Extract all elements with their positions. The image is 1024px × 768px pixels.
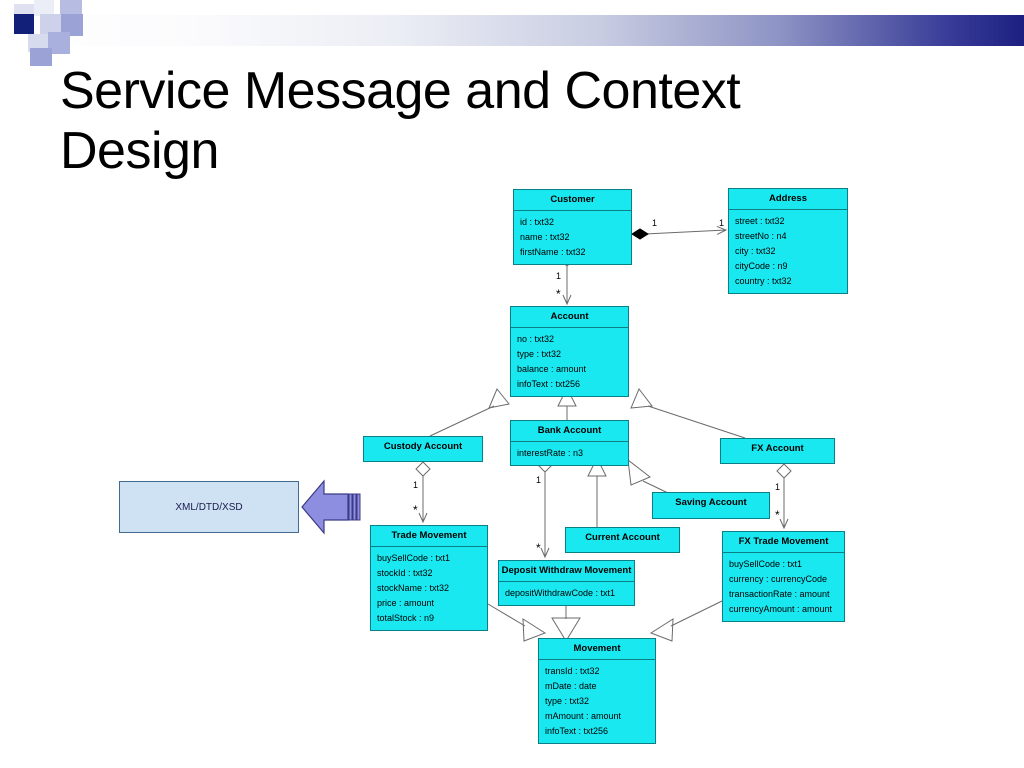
multiplicity-customer-address-left: 1 bbox=[652, 218, 658, 228]
class-name-deposit-withdraw-movement: Deposit Withdraw Movement bbox=[501, 565, 632, 576]
class-attributes-address: street : txt32 streetNo : n4 city : txt3… bbox=[729, 209, 847, 293]
attribute: cityCode : n9 bbox=[735, 261, 788, 272]
attribute: id : txt32 bbox=[520, 217, 555, 228]
attribute: type : txt32 bbox=[545, 696, 590, 707]
attribute: country : txt32 bbox=[735, 276, 792, 287]
attribute: price : amount bbox=[377, 598, 435, 609]
class-name-account: Account bbox=[550, 311, 589, 322]
uml-class-account[interactable]: Account no : txt32 type : txt32 balance … bbox=[510, 306, 629, 398]
attribute: street : txt32 bbox=[735, 216, 785, 227]
generate-arrow-icon bbox=[301, 479, 361, 535]
attribute: balance : amount bbox=[517, 364, 587, 375]
attribute: no : txt32 bbox=[517, 334, 555, 345]
square-light-6 bbox=[28, 34, 50, 52]
uml-class-fx-trade-movement[interactable]: FX Trade Movement buySellCode : txt1 cur… bbox=[722, 531, 845, 623]
multiplicity-fx-fxtrade-top: 1 bbox=[775, 482, 781, 492]
square-light-8 bbox=[30, 48, 52, 66]
class-attributes-movement: transId : txt32 mDate : date type : txt3… bbox=[539, 659, 655, 743]
uml-class-deposit-withdraw-movement[interactable]: Deposit Withdraw Movement depositWithdra… bbox=[498, 560, 635, 607]
attribute: infoText : txt256 bbox=[545, 726, 609, 737]
uml-class-address[interactable]: Address street : txt32 streetNo : n4 cit… bbox=[728, 188, 848, 295]
uml-class-bank-account[interactable]: Bank Account interestRate : n3 bbox=[510, 420, 629, 467]
uml-class-trade-movement[interactable]: Trade Movement buySellCode : txt1 stockI… bbox=[370, 525, 488, 632]
attribute: city : txt32 bbox=[735, 246, 776, 257]
multiplicity-fx-fxtrade-bottom: * bbox=[775, 508, 780, 522]
class-attributes-fx-trade-movement: buySellCode : txt1 currency : currencyCo… bbox=[723, 552, 844, 621]
page-title: Service Message and Context Design bbox=[60, 62, 741, 180]
multiplicity-bank-deposit-bottom: * bbox=[536, 541, 541, 555]
attribute: interestRate : n3 bbox=[517, 448, 584, 459]
class-attributes-customer: id : txt32 name : txt32 firstName : txt3… bbox=[514, 210, 631, 264]
attribute: totalStock : n9 bbox=[377, 613, 435, 624]
class-name-address: Address bbox=[768, 193, 807, 204]
attribute: mAmount : amount bbox=[545, 711, 622, 722]
class-name-trade-movement: Trade Movement bbox=[391, 530, 467, 541]
class-attributes-account: no : txt32 type : txt32 balance : amount… bbox=[511, 327, 628, 396]
xml-artifact-label: XML/DTD/XSD bbox=[175, 501, 243, 513]
class-name-movement: Movement bbox=[573, 643, 621, 654]
attribute: type : txt32 bbox=[517, 349, 562, 360]
multiplicity-custody-trade-bottom: * bbox=[413, 503, 418, 517]
square-light-7 bbox=[48, 32, 70, 54]
multiplicity-bank-deposit-top: 1 bbox=[536, 475, 542, 485]
square-light-1 bbox=[40, 14, 62, 36]
attribute: buySellCode : txt1 bbox=[377, 553, 451, 564]
multiplicity-customer-address-right: 1 bbox=[719, 218, 725, 228]
square-dark-navy bbox=[14, 14, 34, 34]
class-name-saving-account: Saving Account bbox=[675, 497, 747, 508]
multiplicity-custody-trade-top: 1 bbox=[413, 480, 419, 490]
attribute: mDate : date bbox=[545, 681, 597, 692]
class-attributes-bank-account: interestRate : n3 bbox=[511, 441, 628, 465]
class-name-bank-account: Bank Account bbox=[537, 425, 602, 436]
class-name-customer: Customer bbox=[550, 194, 595, 205]
class-name-current-account: Current Account bbox=[585, 532, 660, 543]
attribute: streetNo : n4 bbox=[735, 231, 787, 242]
attribute: firstName : txt32 bbox=[520, 247, 586, 258]
uml-class-movement[interactable]: Movement transId : txt32 mDate : date ty… bbox=[538, 638, 656, 745]
square-light-5 bbox=[34, 0, 54, 16]
attribute: depositWithdrawCode : txt1 bbox=[505, 588, 616, 599]
uml-class-custody-account[interactable]: Custody Account bbox=[363, 436, 483, 462]
uml-class-saving-account[interactable]: Saving Account bbox=[652, 492, 770, 519]
attribute: currency : currencyCode bbox=[729, 574, 828, 585]
attribute: transId : txt32 bbox=[545, 666, 600, 677]
attribute: stockId : txt32 bbox=[377, 568, 433, 579]
multiplicity-customer-account-bottom: * bbox=[556, 287, 561, 301]
multiplicity-customer-account-top: 1 bbox=[556, 271, 562, 281]
class-attributes-trade-movement: buySellCode : txt1 stockId : txt32 stock… bbox=[371, 546, 487, 630]
attribute: transactionRate : amount bbox=[729, 589, 830, 600]
attribute: buySellCode : txt1 bbox=[729, 559, 803, 570]
class-name-custody-account: Custody Account bbox=[383, 441, 463, 452]
attribute: currencyAmount : amount bbox=[729, 604, 833, 615]
uml-class-fx-account[interactable]: FX Account bbox=[720, 438, 835, 464]
attribute: infoText : txt256 bbox=[517, 379, 581, 390]
xml-artifact-box[interactable]: XML/DTD/XSD bbox=[119, 481, 299, 533]
square-light-3 bbox=[61, 14, 83, 36]
header-gradient-bar bbox=[10, 15, 1024, 46]
class-name-fx-trade-movement: FX Trade Movement bbox=[738, 536, 829, 547]
uml-class-customer[interactable]: Customer id : txt32 name : txt32 firstNa… bbox=[513, 189, 632, 266]
class-name-fx-account: FX Account bbox=[751, 443, 804, 454]
uml-class-current-account[interactable]: Current Account bbox=[565, 527, 680, 553]
attribute: stockName : txt32 bbox=[377, 583, 450, 594]
class-attributes-deposit-withdraw-movement: depositWithdrawCode : txt1 bbox=[499, 581, 634, 605]
slide-header-band bbox=[0, 0, 1024, 66]
attribute: name : txt32 bbox=[520, 232, 570, 243]
